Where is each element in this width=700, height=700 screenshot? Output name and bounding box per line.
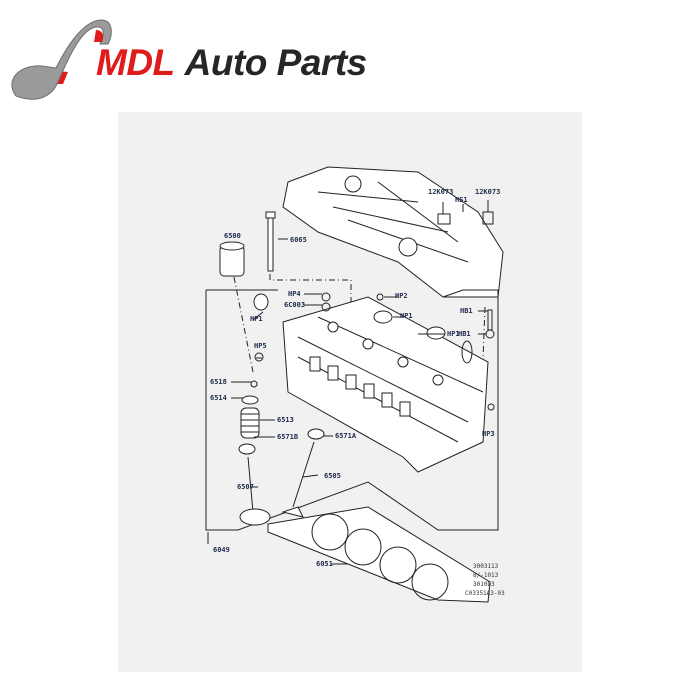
cylinder-head <box>282 296 489 473</box>
label-hp1: HP1 <box>447 330 460 338</box>
label-6049: 6049 <box>213 546 230 554</box>
diagram-code: 8/-1013 <box>473 572 499 579</box>
label-hs1: HS1 <box>455 196 468 204</box>
label-6513: 6513 <box>277 416 294 424</box>
label-6571b: 6571B <box>277 433 299 441</box>
diagram-code: C03351A3-03 <box>465 590 505 597</box>
label-6571a: 6571A <box>335 432 357 440</box>
label-12k073: 12K073 <box>475 188 501 196</box>
swoosh-logo-icon <box>11 19 112 100</box>
label-6c003: 6C003 <box>284 301 306 309</box>
cylinder-head-drawing <box>205 166 504 603</box>
brand-mdl: MDL <box>96 42 175 83</box>
diagram-code: 3003113 <box>473 563 499 570</box>
label-hp1: HP1 <box>400 312 413 320</box>
label-6065: 6065 <box>290 236 307 244</box>
label-hp1: HP1 <box>250 315 263 323</box>
parts-diagram: 12K073 HS1 12K073 6500 6065 HP4 6C003 HP… <box>118 112 582 672</box>
cam-cover <box>282 166 504 298</box>
label-6051: 6051 <box>316 560 333 568</box>
label-hb1: HB1 <box>460 307 473 315</box>
label-6518: 6518 <box>210 378 227 386</box>
label-hp4: HP4 <box>288 290 301 298</box>
brand-auto-parts: Auto Parts <box>184 42 368 83</box>
label-hp2: HP2 <box>395 292 408 300</box>
label-6514: 6514 <box>210 394 227 402</box>
label-6505: 6505 <box>324 472 341 480</box>
label-hp5: HP5 <box>254 342 267 350</box>
label-hp3: HP3 <box>482 430 495 438</box>
label-6507: 6507 <box>237 483 254 491</box>
diagram-code: 3010D3 <box>473 581 495 588</box>
label-hb1: HB1 <box>458 330 471 338</box>
label-6500: 6500 <box>224 232 241 240</box>
head-gasket <box>267 506 491 603</box>
label-12k073: 12K073 <box>428 188 454 196</box>
